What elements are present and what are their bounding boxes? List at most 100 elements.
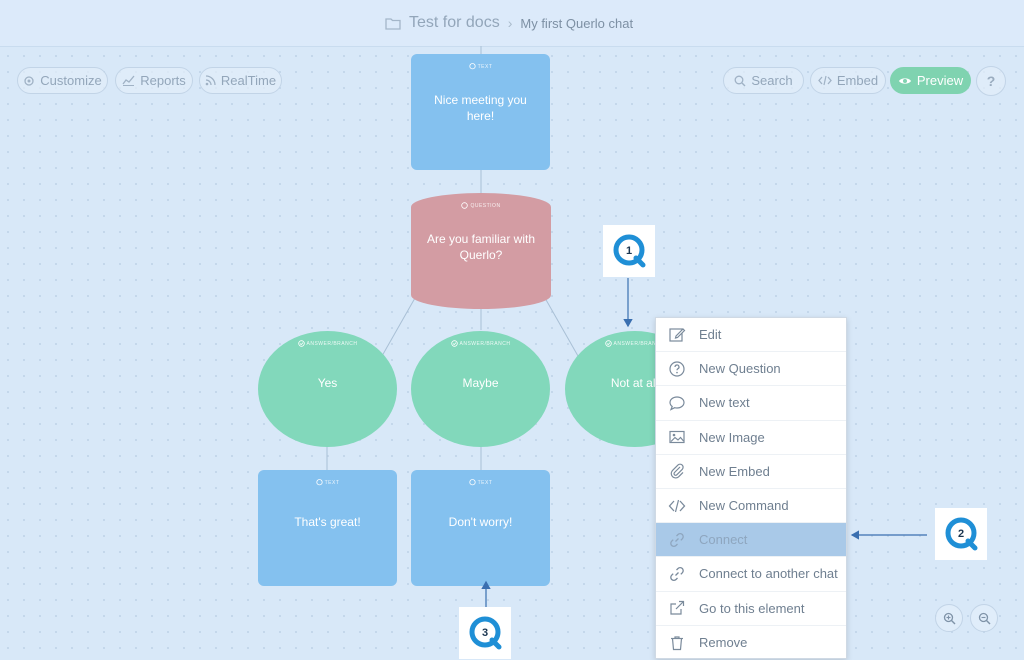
node-type-tag: ANSWER/BRANCH (604, 340, 665, 347)
node-type-tag: ANSWER/BRANCH (297, 340, 358, 347)
search-label: Search (751, 73, 793, 88)
preview-label: Preview (916, 73, 964, 88)
node-label: Not at all (610, 376, 659, 390)
code-icon (667, 496, 687, 516)
text-node[interactable]: TEXT That's great! (258, 470, 397, 586)
realtime-button[interactable]: RealTime (199, 67, 282, 94)
help-button[interactable]: ? (976, 66, 1006, 96)
callout-badge-3: 3 (459, 607, 511, 659)
node-label: Nice meeting you here! (434, 93, 527, 123)
speech-bubble-icon (469, 63, 476, 70)
zoom-out-button[interactable] (970, 604, 998, 632)
menu-item-label: Edit (699, 327, 722, 343)
reports-label: Reports (140, 73, 186, 88)
gear-icon (24, 75, 34, 86)
menu-item-label: New Command (699, 498, 789, 514)
question-icon (461, 202, 469, 209)
reports-button[interactable]: Reports (115, 67, 193, 94)
realtime-label: RealTime (220, 73, 277, 88)
menu-item-edit[interactable]: Edit (656, 318, 846, 353)
breadcrumb-folder[interactable]: Test for docs (409, 14, 500, 31)
answer-node-maybe[interactable]: ANSWER/BRANCH Maybe (411, 331, 550, 447)
help-label: ? (986, 73, 996, 89)
callout-badge-2: 2 (935, 508, 987, 560)
code-icon (818, 75, 832, 86)
image-icon (667, 427, 687, 447)
node-type-tag: TEXT (469, 63, 493, 70)
menu-item-remove[interactable]: Remove (656, 626, 846, 660)
breadcrumb: Test for docs › My first Querlo chat (385, 12, 633, 34)
text-node[interactable]: TEXT Nice meeting you here! (411, 54, 550, 170)
menu-item-go-to-this-element[interactable]: Go to this element (656, 592, 846, 626)
preview-button[interactable]: Preview (890, 67, 971, 94)
check-circle-icon (604, 340, 612, 347)
callout-badge-1: 1 (603, 225, 655, 277)
search-button[interactable]: Search (723, 67, 804, 94)
menu-item-label: New Embed (699, 463, 770, 479)
breadcrumb-chat: My first Querlo chat (520, 15, 634, 31)
top-bar: Test for docs › My first Querlo chat (0, 0, 1024, 47)
menu-item-connect-to-another-chat[interactable]: Connect to another chat (656, 557, 846, 592)
menu-item-new-question[interactable]: New Question (656, 352, 846, 387)
callout-number: 3 (481, 627, 489, 639)
answer-node-yes[interactable]: ANSWER/BRANCH Yes (258, 331, 397, 447)
zoom-in-button[interactable] (935, 604, 963, 632)
menu-item-label: Connect to another chat (699, 566, 838, 582)
node-label: Don't worry! (448, 515, 513, 529)
paperclip-icon (667, 461, 687, 481)
link-icon (667, 564, 687, 584)
querlo-logo-icon (613, 234, 646, 268)
connector-line (381, 297, 416, 357)
search-icon (734, 75, 746, 86)
querlo-logo-icon (469, 616, 502, 650)
menu-item-connect[interactable]: Connect (656, 523, 846, 558)
rss-icon (205, 75, 216, 86)
node-label: Maybe (462, 376, 499, 390)
embed-button[interactable]: Embed (810, 67, 886, 94)
menu-item-label: New text (699, 395, 750, 411)
menu-item-new-image[interactable]: New Image (656, 421, 846, 455)
breadcrumb-separator: › (507, 15, 513, 31)
node-type-tag: ANSWER/BRANCH (450, 340, 511, 347)
speech-bubble-icon (667, 393, 687, 413)
node-label: Are you familiar with Querlo? (426, 232, 536, 262)
menu-item-label: New Image (699, 429, 765, 445)
node-label: That's great! (294, 515, 361, 529)
question-icon (667, 359, 687, 379)
menu-item-label: Go to this element (699, 600, 805, 616)
zoom-in-icon (943, 612, 955, 624)
callout-number: 1 (625, 245, 633, 257)
trash-icon (667, 633, 687, 653)
callout-number: 2 (957, 528, 965, 540)
folder-icon (385, 17, 401, 30)
node-label: Yes (317, 376, 338, 390)
zoom-out-icon (978, 612, 990, 624)
node-type-tag: TEXT (469, 479, 493, 486)
chart-icon (122, 75, 135, 86)
question-node[interactable]: QUESTION Are you familiar with Querlo? (411, 193, 551, 309)
menu-item-label: Connect (699, 532, 748, 548)
text-node[interactable]: TEXT Don't worry! (411, 470, 550, 586)
context-menu: Edit New Question New text New Image New… (655, 317, 847, 659)
customize-label: Customize (40, 73, 102, 88)
node-type-tag: QUESTION (461, 202, 500, 209)
embed-label: Embed (836, 73, 879, 88)
eye-icon (898, 77, 911, 84)
node-type-tag: TEXT (316, 479, 340, 486)
external-link-icon (667, 598, 687, 618)
connector-line (544, 297, 579, 357)
menu-item-new-command[interactable]: New Command (656, 489, 846, 524)
speech-bubble-icon (469, 479, 476, 486)
customize-button[interactable]: Customize (17, 67, 108, 94)
question-shape (411, 193, 551, 309)
link-icon (667, 530, 687, 550)
speech-bubble-icon (316, 479, 323, 486)
menu-item-label: Remove (699, 635, 748, 651)
check-circle-icon (450, 340, 458, 347)
edit-icon (667, 325, 687, 345)
check-circle-icon (297, 340, 305, 347)
querlo-logo-icon (945, 517, 978, 551)
menu-item-new-embed[interactable]: New Embed (656, 455, 846, 489)
menu-item-new-text[interactable]: New text (656, 386, 846, 421)
